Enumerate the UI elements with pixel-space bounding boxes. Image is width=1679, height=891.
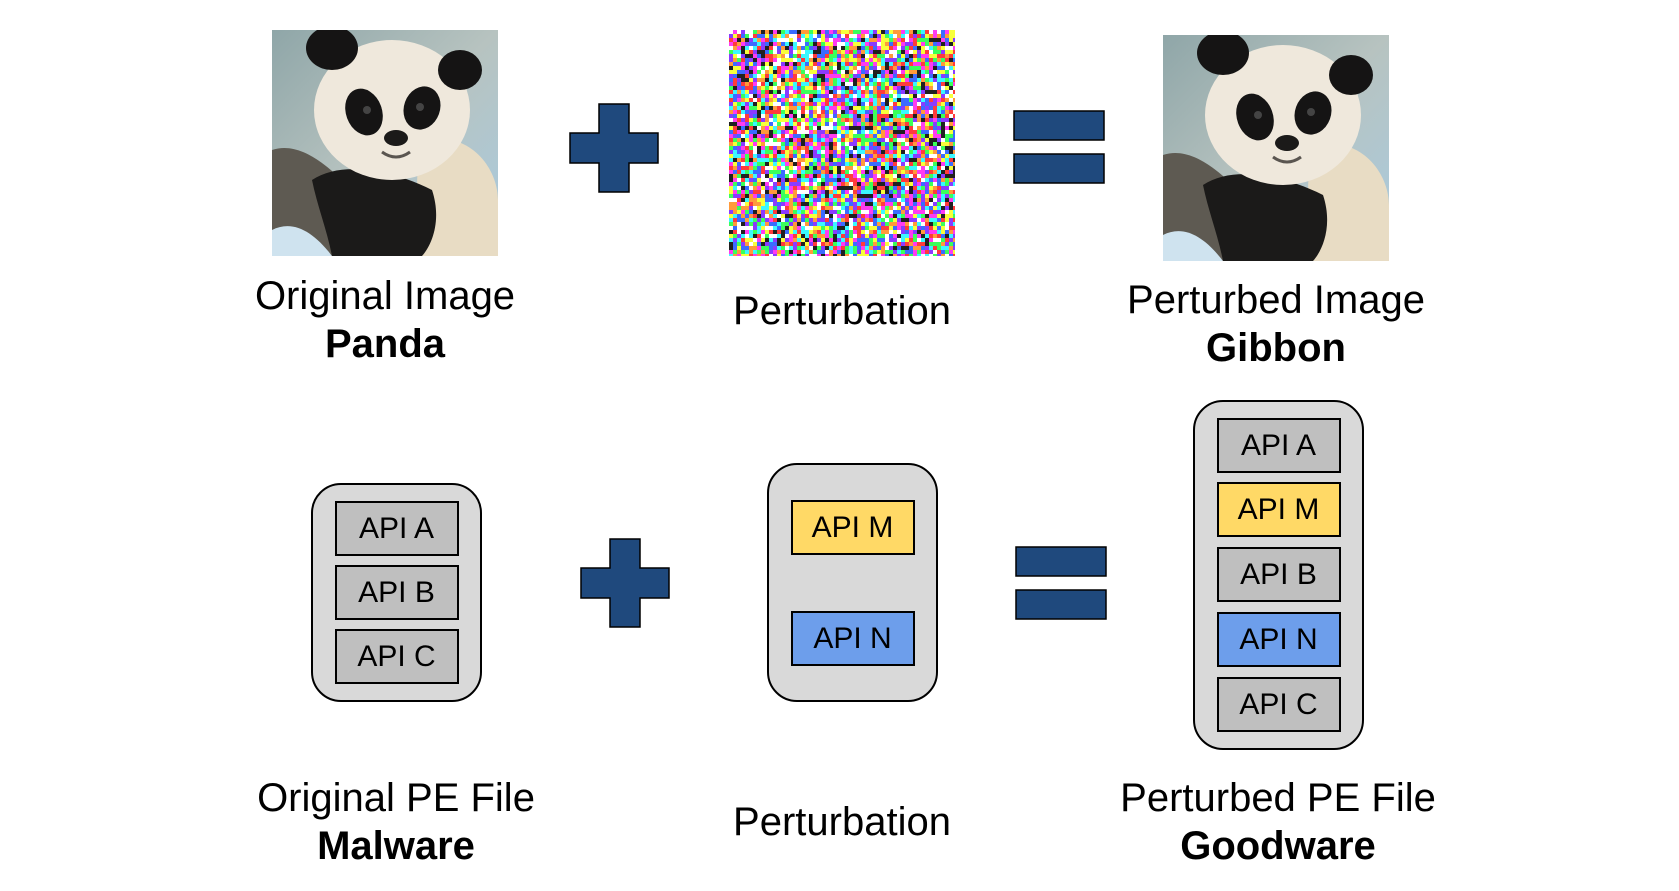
noise-pattern-icon xyxy=(729,30,955,256)
original-image-title: Original Image xyxy=(254,274,516,318)
api-block: API B xyxy=(1216,547,1341,602)
api-block: API N xyxy=(790,611,915,666)
api-block: API N xyxy=(1216,612,1341,667)
original-pe-title: Original PE File xyxy=(257,776,535,820)
api-block: API A xyxy=(334,501,459,556)
perturbed-pe-title: Perturbed PE File xyxy=(1120,776,1436,820)
panda-photo-icon xyxy=(272,30,498,256)
perturbed-pe-label: Goodware xyxy=(1180,824,1376,868)
original-pe-caption: Original PE File Malware xyxy=(246,774,546,870)
original-pe-file: API A API B API C xyxy=(311,483,482,702)
perturbed-image-label: Gibbon xyxy=(1206,326,1346,370)
api-block: API B xyxy=(334,565,459,620)
panda-photo-icon xyxy=(1163,35,1389,261)
pe-perturbation-title: Perturbation xyxy=(733,800,951,844)
perturbation-pe-block: API M API N xyxy=(767,463,938,702)
original-panda-image xyxy=(272,30,498,256)
perturbed-image-caption: Perturbed Image Gibbon xyxy=(1116,276,1436,372)
equals-icon xyxy=(1015,546,1107,621)
image-perturbation-title: Perturbation xyxy=(733,289,951,333)
api-block: API A xyxy=(1216,418,1341,473)
api-block: API C xyxy=(1216,677,1341,732)
original-image-caption: Original Image Panda xyxy=(235,272,535,368)
noise-perturbation-image xyxy=(729,30,955,256)
perturbed-pe-caption: Perturbed PE File Goodware xyxy=(1108,774,1448,870)
perturbed-panda-image xyxy=(1163,35,1389,261)
original-pe-label: Malware xyxy=(317,824,475,868)
api-block: API C xyxy=(334,629,459,684)
perturbed-image-title: Perturbed Image xyxy=(1127,278,1425,322)
api-block: API M xyxy=(790,500,915,555)
api-block: API M xyxy=(1216,482,1341,537)
pe-perturbation-caption: Perturbation xyxy=(692,798,992,846)
image-perturbation-caption: Perturbation xyxy=(692,287,992,335)
plus-icon xyxy=(580,538,670,628)
original-image-label: Panda xyxy=(324,322,446,366)
plus-icon xyxy=(569,103,659,193)
perturbed-pe-file: API A API M API B API N API C xyxy=(1193,400,1364,750)
equals-icon xyxy=(1013,110,1105,185)
